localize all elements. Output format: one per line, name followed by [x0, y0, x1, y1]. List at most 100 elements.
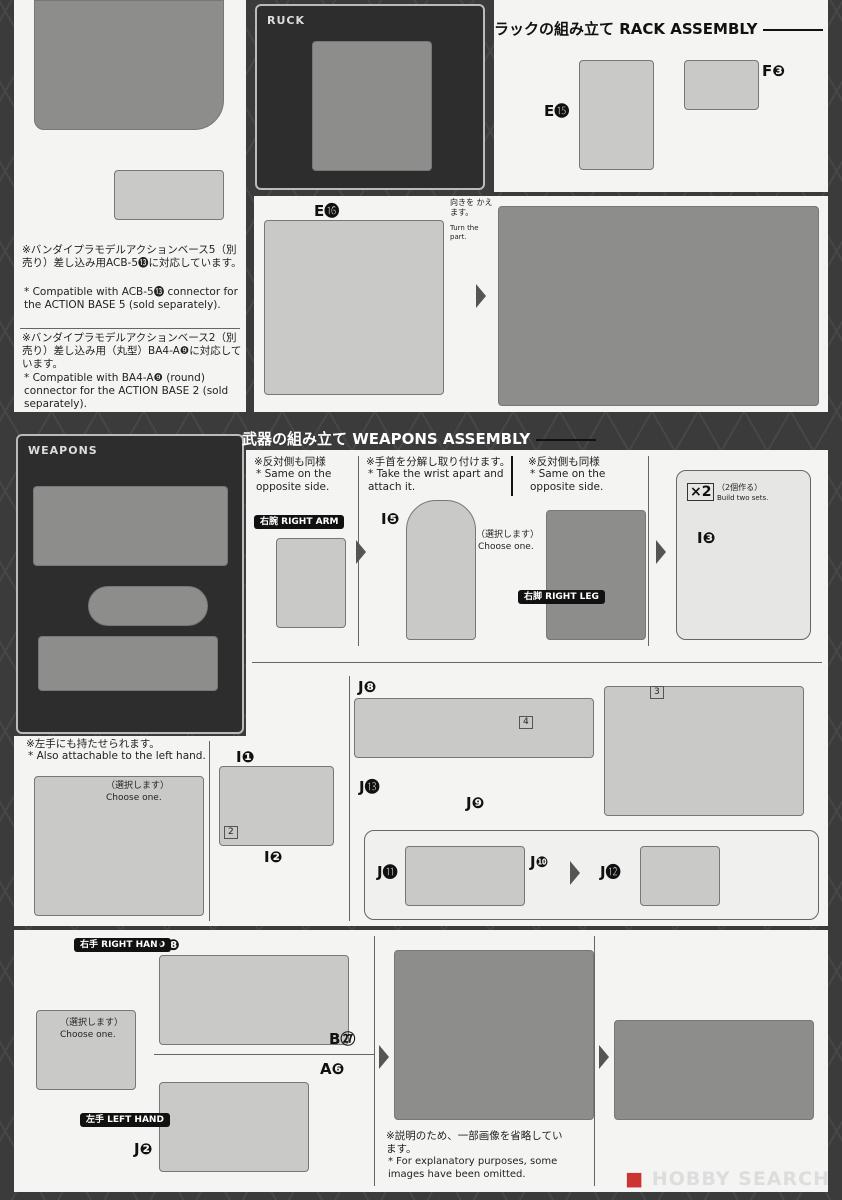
connector-illustration — [114, 170, 224, 220]
rack-part-e15 — [579, 60, 654, 170]
label: ※左手にも持たせられます。 — [26, 738, 160, 750]
leg-image — [546, 510, 646, 640]
rifle-left-hand-image — [159, 1082, 309, 1172]
part-label: E⓯ — [544, 102, 570, 120]
next-step-arrow-icon — [476, 284, 486, 308]
right-hand-label: 右手 RIGHT HAND — [74, 938, 172, 953]
hand-choice-image — [36, 1010, 136, 1090]
label: * Same on the opposite side. — [256, 468, 332, 494]
label: B㉗ — [329, 1030, 356, 1048]
ruck-tag: RUCK — [267, 14, 305, 27]
divider — [648, 456, 649, 646]
label: Choose one. — [106, 793, 162, 803]
rifle-grip-image — [394, 950, 594, 1120]
rack-assembly-image — [264, 220, 444, 395]
rifle-image — [33, 486, 228, 566]
rack-panel-bottom: E⓰ 向きを かえます。 Turn the part. — [254, 196, 828, 412]
divider — [209, 741, 210, 921]
part-label: F❸ — [762, 62, 785, 80]
knife-image — [88, 586, 208, 626]
label: Build two sets. — [717, 494, 769, 502]
label: （選択します） — [106, 781, 170, 791]
label: I❷ — [264, 848, 283, 866]
stock-image — [219, 766, 334, 846]
omit-note-jp: ※説明のため、一部画像を省略しています。 — [386, 1130, 563, 1156]
divider — [252, 662, 822, 663]
rack-part-f3 — [684, 60, 759, 110]
illustration — [640, 846, 720, 906]
note-en: * Compatible with BA4-A❾ (round) connect… — [24, 372, 229, 411]
hand-assembly-panel: 右手 RIGHT HAND C❽ B㉗ （選択します） Choose one. … — [14, 930, 828, 1192]
label: * Same on the opposite side. — [530, 468, 606, 494]
note-jp: ※バンダイプラモデルアクションベース2（別売り）差し込み用（丸型）BA4-A❾に… — [22, 332, 242, 371]
divider — [594, 936, 595, 1186]
weapons-panel-lower: ※左手にも持たせられます。 * Also attachable to the l… — [14, 676, 828, 926]
divider — [349, 676, 350, 921]
figure-illustration — [34, 0, 224, 130]
label: J❾ — [466, 794, 485, 812]
weapons-tag: WEAPONS — [28, 444, 98, 457]
label: J❷ — [134, 1140, 153, 1158]
left-hand-label: 左手 LEFT HAND — [80, 1113, 170, 1128]
divider — [154, 1054, 374, 1055]
ruck-preview: RUCK — [255, 4, 485, 190]
rack-panel-top: ラックの組み立て RACK ASSEMBLY F❸ E⓯ — [494, 0, 828, 192]
knife-hand-image — [34, 776, 204, 916]
label: I❺ — [381, 510, 400, 528]
rifle-assembled-image — [604, 686, 804, 816]
label: （選択します） — [476, 530, 540, 540]
watermark: ■ HOBBY SEARCH — [625, 1168, 830, 1190]
rack-title: ラックの組み立て RACK ASSEMBLY — [494, 18, 823, 39]
drum-assembly-box: J⓫ J❿ J⓬ — [364, 830, 819, 920]
illustration — [405, 846, 525, 906]
weapons-title: 武器の組み立て WEAPONS ASSEMBLY — [242, 428, 596, 449]
knife-image — [406, 500, 476, 640]
label: I❸ — [697, 529, 716, 547]
next-step-arrow-icon — [356, 540, 366, 564]
label: Choose one. — [478, 542, 534, 552]
note-en: * Compatible with ACB-5⓭ connector for t… — [24, 286, 238, 312]
label: J⓫ — [377, 863, 398, 881]
turn-note-jp: 向きを かえます。 — [450, 198, 493, 217]
parts-image — [38, 636, 218, 691]
label: J⓭ — [359, 778, 380, 796]
note-jp: ※バンダイプラモデルアクションベース5（別売り）差し込み用ACB-5⓭に対応して… — [22, 244, 242, 270]
part-label: E⓰ — [314, 202, 340, 220]
divider — [511, 456, 513, 496]
label: 3 — [650, 686, 664, 700]
label: * Also attachable to the left hand. — [28, 750, 206, 762]
part-label-a6: A❻ — [320, 1060, 345, 1078]
ruck-image — [312, 41, 432, 171]
label: Choose one. — [60, 1030, 116, 1040]
action-base-panel: ※バンダイプラモデルアクションベース5（別売り）差し込み用ACB-5⓭に対応して… — [14, 0, 246, 412]
label: ※反対側も同様 — [528, 456, 600, 468]
next-step-arrow-icon — [570, 861, 580, 885]
final-pose-image — [614, 1020, 814, 1120]
label: * Take the wrist apart and attach it. — [368, 468, 504, 494]
label: C❽ — [156, 936, 180, 954]
label: 4 — [519, 716, 533, 730]
label: （2個作る） — [717, 483, 763, 492]
label: ※反対側も同様 — [254, 456, 326, 468]
label: J⓬ — [600, 863, 621, 881]
label: HOBBY SEARCH — [651, 1168, 830, 1190]
next-step-arrow-icon — [656, 540, 666, 564]
rifle-right-hand-image — [159, 955, 349, 1045]
divider — [374, 936, 375, 1186]
robot-rack-attach-image — [498, 206, 819, 406]
label: I❶ — [236, 748, 255, 766]
rifle-image — [354, 698, 594, 758]
label: ×2 — [687, 483, 715, 501]
label: J❽ — [358, 678, 377, 696]
label: 2 — [224, 826, 238, 840]
next-step-arrow-icon — [379, 1045, 389, 1069]
build-two-box: ×2 （2個作る） Build two sets. I❸ — [676, 470, 811, 640]
illustration: ■ — [625, 1168, 652, 1190]
turn-note-en: Turn the part. — [450, 224, 479, 241]
omit-note-en: * For explanatory purposes, some images … — [388, 1156, 558, 1180]
label: J❿ — [530, 853, 549, 871]
label: ※手首を分解し取り付けます。 — [366, 456, 511, 468]
right-arm-label: 右腕 RIGHT ARM — [254, 515, 345, 530]
arm-image — [276, 538, 346, 628]
weapons-preview: WEAPONS — [16, 434, 244, 734]
